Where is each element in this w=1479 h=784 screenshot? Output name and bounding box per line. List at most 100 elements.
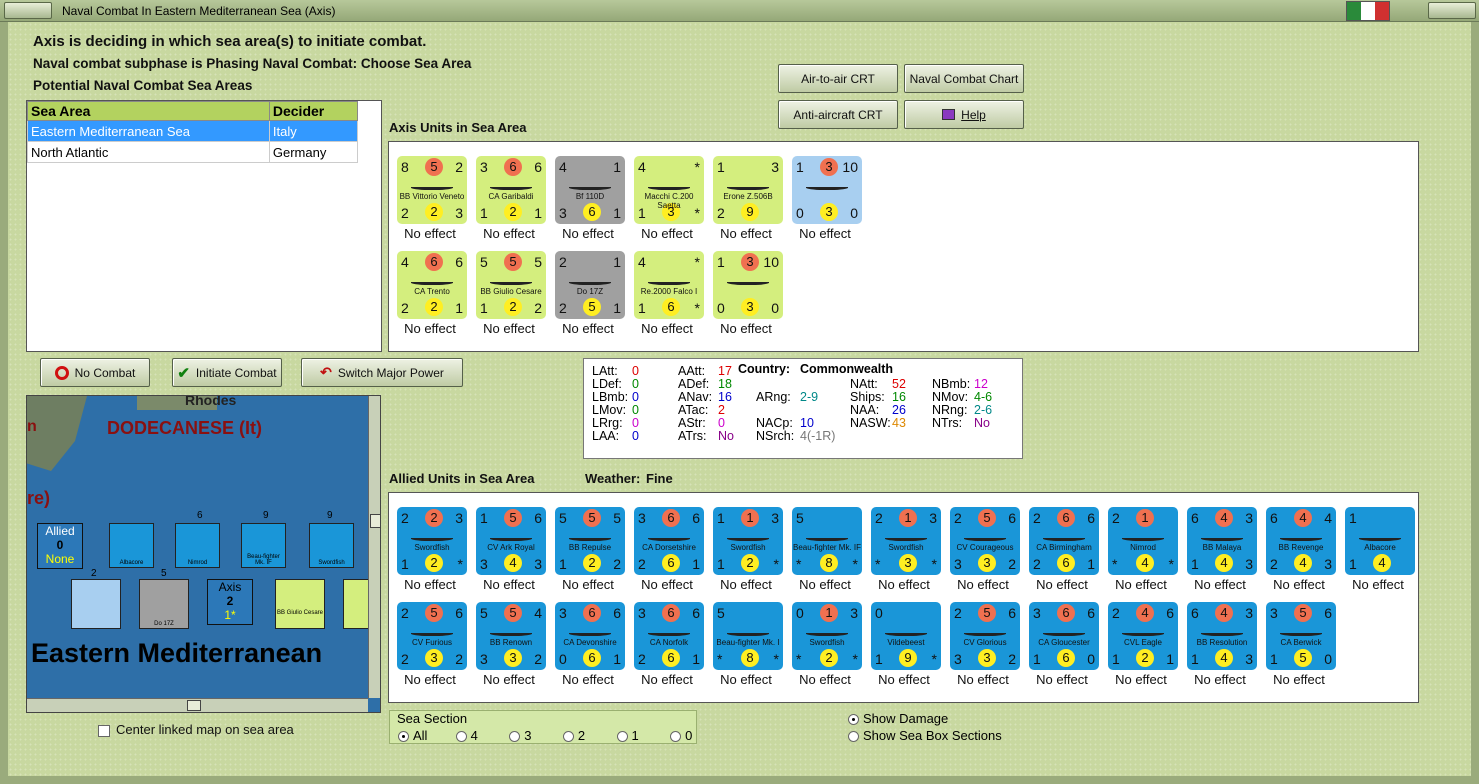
radio-3[interactable]: 3 [509, 728, 559, 743]
map-unit-counter[interactable]: Do 17Z [139, 579, 189, 629]
naval-combat-chart-button[interactable]: Naval Combat Chart [904, 64, 1024, 93]
show-damage-radio[interactable]: Show Damage [848, 711, 948, 726]
map-unit-counter[interactable]: Nimrod [175, 523, 220, 568]
unit-value: * [875, 556, 881, 572]
linked-map[interactable]: Rhodes DODECANESE (It) n re) Allied 0 No… [26, 395, 381, 713]
unit-value: 3 [771, 159, 779, 175]
unit-name: CV Courageous [956, 543, 1014, 552]
stat-key: ADef: [678, 377, 710, 391]
radio-all[interactable]: All [398, 728, 452, 743]
unit-value: 3 [1245, 510, 1253, 526]
unit-value: 3 [1245, 556, 1253, 572]
col-sea-area[interactable]: Sea Area [27, 101, 270, 121]
unit-value: 9 [741, 203, 759, 221]
unit-value: 4 [504, 554, 522, 572]
stat-value: No [974, 416, 990, 430]
map-unit-counter[interactable] [71, 579, 121, 629]
radio-1[interactable]: 1 [616, 728, 667, 743]
unit-value: 4 [1373, 554, 1391, 572]
unit-silhouette-icon [411, 630, 453, 636]
anti-aircraft-crt-button[interactable]: Anti-aircraft CRT [778, 100, 898, 129]
show-sea-box-sections-radio[interactable]: Show Sea Box Sections [848, 728, 1002, 743]
map-unit-counter[interactable]: Beau-fighter Mk. IF [241, 523, 286, 568]
stat-key: NASW: [850, 416, 891, 430]
allied-sea-box[interactable]: Allied 0 None [37, 523, 83, 569]
unit-value: 3 [455, 510, 463, 526]
radio-4[interactable]: 4 [455, 728, 506, 743]
unit-value: 3 [771, 510, 779, 526]
radio-0[interactable]: 0 [670, 728, 700, 743]
unit-value: * [773, 556, 779, 572]
window-control-button[interactable] [1428, 2, 1476, 19]
help-button[interactable]: Help [904, 100, 1024, 129]
unit-value: 4 [559, 159, 567, 175]
switch-major-power-button[interactable]: ↶ Switch Major Power [301, 358, 463, 387]
col-decider[interactable]: Decider [268, 101, 359, 121]
map-vertical-scrollbar[interactable] [368, 396, 380, 698]
unit-silhouette-icon [569, 184, 611, 190]
map-unit-counter[interactable]: Swordfish [309, 523, 354, 568]
no-combat-button[interactable]: No Combat [40, 358, 150, 387]
map-unit-counter[interactable]: Albacore [109, 523, 154, 568]
map-unit-counter[interactable]: BB Giulio Cesare [275, 579, 325, 629]
unit-value: 1 [480, 205, 488, 221]
unit-value: 5 [480, 254, 488, 270]
map-horizontal-scrollbar[interactable] [27, 698, 368, 712]
unit-name: CA Berwick [1280, 638, 1322, 647]
system-menu-button[interactable] [4, 2, 52, 19]
unit-value: 5 [717, 605, 725, 621]
stat-key: AStr: [678, 416, 706, 430]
unit-silhouette-icon [490, 184, 532, 190]
air-to-air-crt-button[interactable]: Air-to-air CRT [778, 64, 898, 93]
initiate-combat-button[interactable]: ✔ Initiate Combat [172, 358, 282, 387]
stat-value: 16 [718, 390, 732, 404]
scroll-thumb[interactable] [370, 514, 380, 528]
radio-2[interactable]: 2 [562, 728, 613, 743]
center-map-checkbox[interactable]: Center linked map on sea area [98, 722, 294, 737]
scroll-thumb[interactable] [187, 700, 201, 711]
axis-sea-box[interactable]: Axis 2 1* [207, 579, 253, 625]
stat-key: LRrg: [592, 416, 623, 430]
